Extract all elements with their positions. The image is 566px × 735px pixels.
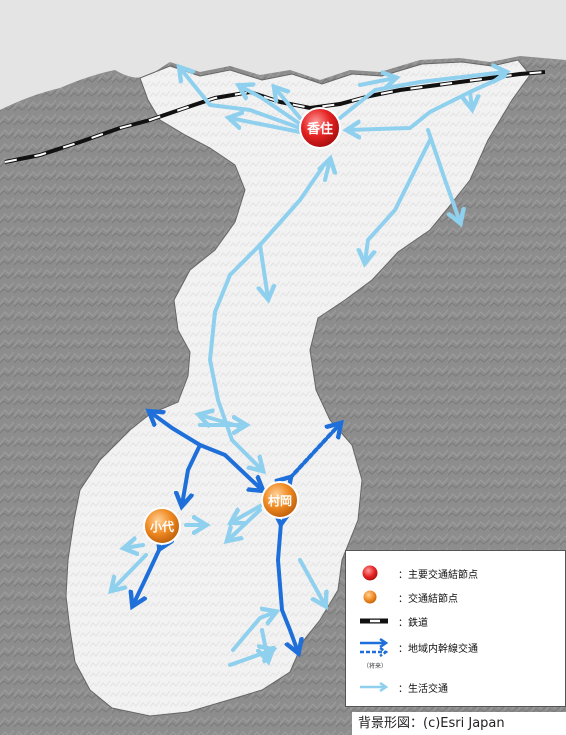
- map-legend: ：主要交通結節点 ：交通結節点 ：鉄道 ：地域内幹線交通 （将来） ：生活交通: [345, 550, 566, 707]
- route-south-branch: [260, 243, 268, 298]
- railway-icon: [360, 618, 388, 624]
- trunk-arrow-icon: [360, 637, 389, 657]
- route-se1: [298, 558, 325, 605]
- route-central-x2: [200, 415, 240, 426]
- trunk-ojiro-south: [133, 548, 160, 605]
- node-ojiro[interactable]: 小代: [143, 507, 181, 545]
- legend-main-node-label: ：主要交通結節点: [398, 569, 478, 581]
- region-area: [65, 59, 531, 717]
- legend-railway-label: ：鉄道: [398, 617, 428, 629]
- trunk-to-ojiro: [182, 443, 202, 505]
- route-kasumi-west2: [230, 118, 302, 134]
- node-ojiro-label: 小代: [150, 519, 174, 534]
- daily-arrow-icon: [360, 681, 389, 693]
- route-east-down2: [365, 138, 432, 262]
- node-icon: [143, 507, 181, 545]
- legend-railway: ：鉄道: [358, 611, 428, 631]
- legend-daily-label: ：生活交通: [398, 683, 448, 695]
- route-muraoka-w: [232, 503, 264, 522]
- main-node-icon: [361, 564, 379, 582]
- basemap-credit: 背景形図：(c)Esri Japan: [352, 712, 566, 735]
- trunk-future-ne: [290, 424, 340, 478]
- legend-main-node: ：主要交通結節点: [358, 563, 478, 583]
- node-icon: [261, 481, 299, 519]
- route-kasumi-down: [325, 160, 330, 182]
- trunk-traffic-routes: [133, 412, 340, 652]
- legend-trunk: ：地域内幹線交通: [358, 637, 478, 657]
- node-muraoka[interactable]: 村岡: [261, 481, 299, 519]
- legend-future-note: （将来）: [363, 663, 388, 670]
- node-kasumi-label: 香住: [306, 121, 333, 137]
- main-node-icon: [299, 107, 341, 149]
- route-kasumi-west4: [275, 88, 302, 120]
- legend-daily: ：生活交通: [358, 677, 448, 697]
- node-muraoka-label: 村岡: [268, 493, 292, 508]
- route-kasumi-west3: [240, 86, 302, 126]
- node-icon: [362, 589, 378, 605]
- route-east-down1: [426, 128, 460, 222]
- trunk-muraoka-south: [278, 523, 298, 652]
- route-kasumi-ne2: [358, 78, 395, 85]
- railway-line-dash: [4, 71, 546, 163]
- route-kasumi-west1: [180, 68, 302, 130]
- node-kasumi[interactable]: 香住: [299, 107, 341, 149]
- route-east-to-kasumi: [348, 74, 507, 130]
- daily-traffic-routes: [112, 68, 507, 667]
- legend-trunk-label: ：地域内幹線交通: [398, 643, 478, 655]
- legend-node: ：交通結節点: [358, 587, 458, 607]
- route-east-branch: [470, 90, 472, 108]
- route-south3: [262, 628, 268, 660]
- route-south1: [231, 612, 275, 652]
- legend-node-label: ：交通結節点: [398, 593, 458, 605]
